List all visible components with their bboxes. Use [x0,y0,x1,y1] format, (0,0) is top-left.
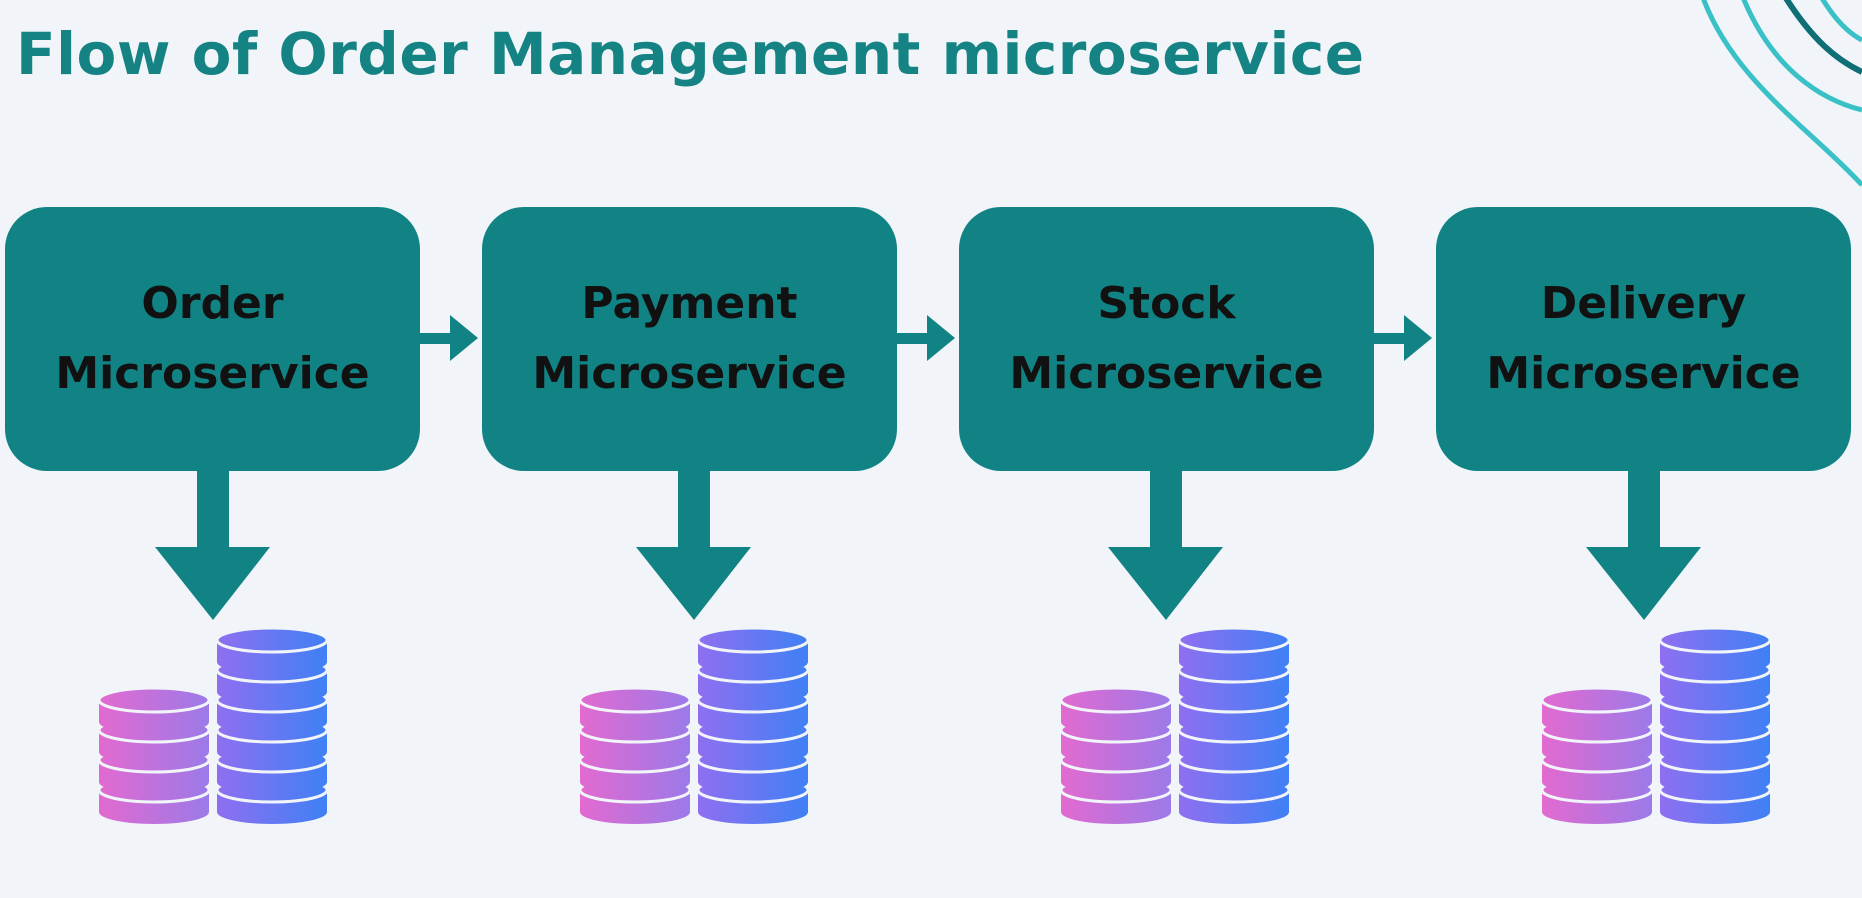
database-disc [1540,686,1654,734]
database-icon [578,626,810,824]
arrow-down-icon [1108,469,1223,620]
delivery-microservice-label-line2: Microservice [1486,348,1801,399]
database-disc [696,626,810,674]
delivery-microservice-label-line1: Delivery [1540,278,1747,329]
wave-lines-decoration [1701,0,1862,187]
payment-microservice-label-line2: Microservice [532,348,847,399]
database-disc [1177,626,1291,674]
payment-microservice-label-line1: Payment [581,278,798,329]
database-disc [215,626,329,674]
arrow-down-icon [636,469,751,620]
delivery-microservice-box: Delivery Microservice [1436,207,1851,471]
order-microservice-label-line2: Microservice [55,348,370,399]
database-disc [1059,686,1173,734]
database-disc [1658,626,1772,674]
stock-microservice-box: Stock Microservice [959,207,1374,471]
order-microservice-box: Order Microservice [5,207,420,471]
arrow-right-icon [420,315,478,361]
order-microservice-label-line1: Order [141,278,284,329]
page-title: Flow of Order Management microservice [16,20,1365,88]
database-icon [1540,626,1772,824]
database-icon [97,626,329,824]
stock-microservice-label-line2: Microservice [1009,348,1324,399]
stock-microservice-label-line1: Stock [1097,278,1236,329]
payment-microservice-box: Payment Microservice [482,207,897,471]
arrow-right-icon [1374,315,1432,361]
arrow-right-icon [897,315,955,361]
database-disc [97,686,211,734]
arrow-down-icon [155,469,270,620]
database-icon [1059,626,1291,824]
database-disc [578,686,692,734]
arrow-down-icon [1586,469,1701,620]
